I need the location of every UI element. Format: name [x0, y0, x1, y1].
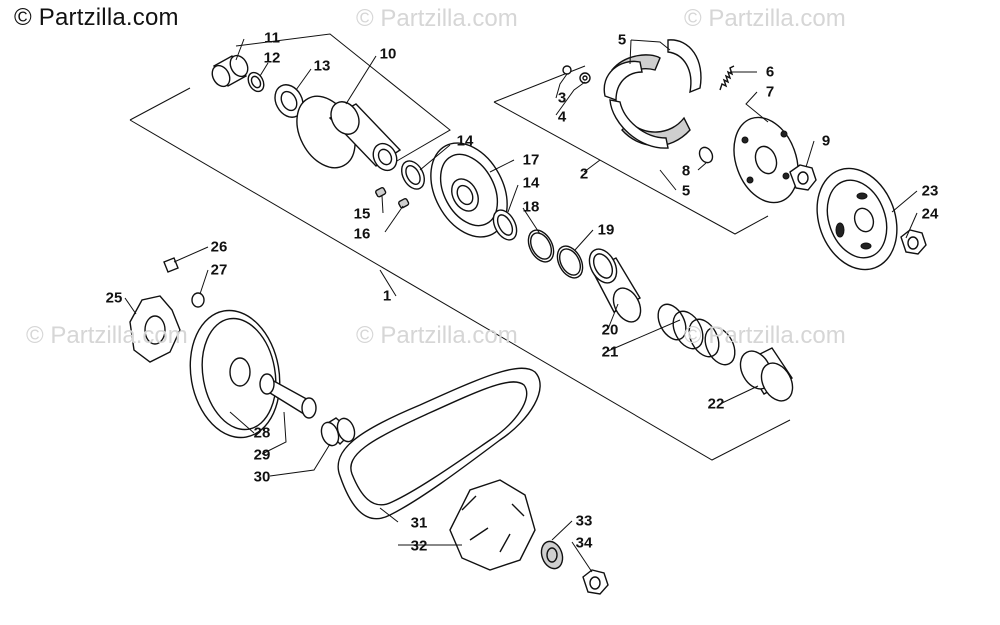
callout-2: 2	[579, 165, 589, 183]
part-13-circlip	[247, 71, 265, 93]
callout-13: 13	[313, 57, 331, 75]
callout-5: 5	[617, 31, 627, 49]
leader-lines	[124, 38, 918, 573]
callout-15: 15	[353, 205, 371, 223]
part-24-nut	[900, 229, 927, 255]
part-34-nut	[582, 569, 609, 595]
part-25-ramp-plate	[129, 295, 181, 363]
part-19-o-ring	[556, 245, 584, 279]
callout-19: 19	[597, 221, 615, 239]
part-33-washer	[540, 540, 564, 570]
part-30-bushing	[320, 417, 356, 447]
callout-28: 28	[253, 424, 271, 442]
part-26-clip	[163, 257, 179, 273]
part-14-seal-b	[492, 209, 518, 241]
callout-22: 22	[707, 395, 725, 413]
callout-30: 30	[253, 468, 271, 486]
part-29-collar	[259, 373, 317, 419]
callout-9: 9	[821, 132, 831, 150]
callout-33: 33	[575, 512, 593, 530]
part-31-drive-belt	[337, 367, 541, 520]
part-21-spring	[657, 303, 736, 366]
callout-29: 29	[253, 446, 271, 464]
part-11-sleeve	[211, 54, 249, 88]
part-3-washer	[562, 65, 572, 75]
part-10-fixed-sheave	[296, 95, 402, 172]
watermark: © Partzilla.com	[684, 322, 846, 349]
callout-7: 7	[765, 83, 775, 101]
watermark: © Partzilla.com	[684, 5, 846, 32]
assembly-box-1	[129, 87, 791, 461]
part-4-washer	[579, 72, 591, 84]
watermark: © Partzilla.com	[26, 322, 188, 349]
callout-31: 31	[410, 514, 428, 532]
part-16-pin	[398, 198, 410, 209]
callout-5-lower: 5	[681, 182, 691, 200]
partzilla-brand: © Partzilla.com	[14, 4, 179, 31]
part-14-seal	[401, 160, 425, 190]
callout-8: 8	[681, 162, 691, 180]
callout-10: 10	[379, 45, 397, 63]
callout-12: 12	[263, 49, 281, 67]
watermark: © Partzilla.com	[356, 5, 518, 32]
part-8-pin	[698, 146, 714, 164]
callout-23: 23	[921, 182, 939, 200]
part-28-pulley-face	[189, 309, 281, 439]
assembly-box-10	[235, 33, 451, 166]
part-23-clutch-drum	[816, 167, 898, 271]
part-15-pin	[375, 187, 387, 198]
part-6-spring	[719, 65, 735, 91]
part-5-clutch-shoes	[603, 39, 702, 149]
callout-1: 1	[382, 287, 392, 305]
callout-24: 24	[921, 205, 939, 223]
part-12-bearing	[274, 84, 304, 118]
part-32-fan-sheave	[449, 479, 536, 571]
callout-14-lower: 14	[522, 174, 540, 192]
part-20-guide-sleeve	[588, 248, 642, 323]
part-9-nut	[789, 164, 817, 191]
part-27-spacer	[191, 292, 205, 308]
part-17-movable-sheave	[430, 142, 508, 238]
callout-3: 3	[557, 89, 567, 107]
callout-18: 18	[522, 198, 540, 216]
callout-21: 21	[601, 343, 619, 361]
callout-17: 17	[522, 151, 540, 169]
callout-6: 6	[765, 63, 775, 81]
callout-11: 11	[264, 29, 280, 47]
callout-16: 16	[353, 225, 371, 243]
part-7-clutch-plate	[733, 116, 799, 204]
part-22-cap	[739, 347, 794, 402]
callout-27: 27	[210, 261, 228, 279]
callout-25: 25	[105, 289, 123, 307]
callout-26: 26	[210, 238, 228, 256]
callout-34: 34	[575, 534, 593, 552]
part-18-o-ring	[527, 229, 555, 263]
watermark: © Partzilla.com	[356, 322, 518, 349]
callout-4: 4	[557, 108, 567, 126]
callout-32: 32	[410, 537, 428, 555]
callout-14: 14	[456, 132, 474, 150]
callout-20: 20	[601, 321, 619, 339]
